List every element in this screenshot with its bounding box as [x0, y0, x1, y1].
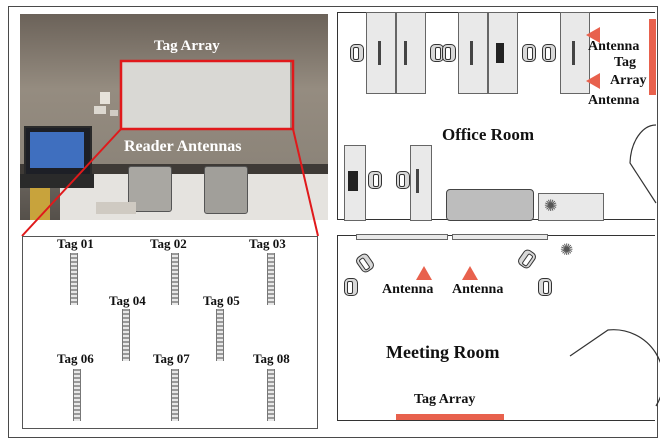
tag-label-02: Tag 02 — [150, 236, 187, 251]
chair — [522, 44, 536, 62]
computer — [348, 171, 358, 191]
meeting-tag-array-bar — [396, 414, 504, 420]
desk — [410, 145, 432, 221]
reader-antenna-right — [204, 166, 248, 214]
chair — [344, 278, 358, 296]
tag-array-sheet — [120, 62, 290, 128]
plant-icon: ✺ — [544, 198, 558, 215]
tag-array-photo-label: Tag Array — [154, 38, 220, 54]
meeting-antenna-label-left: Antenna — [382, 282, 434, 297]
monitor — [470, 41, 473, 65]
tag-02 — [171, 253, 179, 305]
meeting-room: ✺ Antenna Antenna Meeting Room Tag Array — [337, 234, 660, 421]
tag-label-06: Tag 06 — [57, 351, 94, 366]
reader-device — [96, 202, 136, 214]
plant-icon: ✺ — [560, 242, 574, 259]
desk — [560, 12, 590, 94]
meeting-room-title: Meeting Room — [386, 342, 500, 362]
office-room: Antenna Tag Array Antenna Office Room ✺ — [337, 12, 657, 221]
chair — [368, 171, 382, 189]
meeting-desk — [356, 234, 448, 240]
tag-label-01: Tag 01 — [57, 236, 94, 251]
tag-label-07: Tag 07 — [153, 351, 190, 366]
monitor — [572, 41, 575, 65]
figure-frame — [8, 6, 658, 438]
tag-08 — [267, 369, 275, 421]
desk — [458, 12, 488, 94]
monitor — [404, 41, 407, 65]
tag-array-highlight-box — [119, 59, 295, 131]
tag-label-05: Tag 05 — [203, 293, 240, 308]
zoom-line-left — [21, 128, 122, 237]
chair — [396, 171, 410, 189]
tag-label-08: Tag 08 — [253, 351, 290, 366]
office-tag-array-bar — [649, 19, 656, 95]
office-room-title: Office Room — [442, 125, 535, 144]
tag-04 — [122, 309, 130, 361]
chair — [516, 247, 538, 271]
tag-07 — [171, 369, 179, 421]
chair — [542, 44, 556, 62]
antenna-marker-bottom — [586, 73, 600, 89]
meeting-antenna-label-right: Antenna — [452, 282, 504, 297]
wall-switch — [110, 110, 118, 116]
tag-label-04: Tag 04 — [109, 293, 146, 308]
monitor — [416, 169, 419, 193]
meeting-antenna-marker-left — [416, 266, 432, 280]
office-array-label: Array — [610, 73, 647, 88]
chair — [442, 44, 456, 62]
monitor — [378, 41, 381, 65]
table-edge — [20, 164, 328, 174]
meeting-tag-array-label: Tag Array — [414, 392, 476, 407]
office-door — [629, 124, 657, 204]
computer — [496, 43, 504, 63]
zoom-line-right — [292, 128, 319, 237]
tag-03 — [267, 253, 275, 305]
chair — [538, 278, 552, 296]
meeting-door — [569, 329, 660, 407]
reader-antennas-photo-label: Reader Antennas — [124, 138, 242, 155]
desk — [396, 12, 426, 94]
chair — [350, 44, 364, 62]
sofa — [446, 189, 534, 221]
meeting-desk — [452, 234, 548, 240]
tag-06 — [73, 369, 81, 421]
chair — [354, 251, 376, 275]
tag-01 — [70, 253, 78, 305]
tag-05 — [216, 309, 224, 361]
office-antenna-label-bottom: Antenna — [588, 93, 640, 108]
tag-layout-panel: Tag 01 Tag 02 Tag 03 Tag 04 Tag 05 Tag 0… — [22, 236, 318, 429]
tag-label-03: Tag 03 — [249, 236, 286, 251]
office-tag-label: Tag — [614, 55, 637, 70]
laptop-screen — [24, 126, 92, 176]
wall-note — [94, 106, 106, 114]
meeting-antenna-marker-right — [462, 266, 478, 280]
cabinet — [538, 193, 604, 221]
antenna-marker-top — [586, 27, 600, 43]
desk — [366, 12, 396, 94]
office-antenna-label-top: Antenna — [588, 39, 640, 54]
wall-note — [100, 92, 110, 104]
